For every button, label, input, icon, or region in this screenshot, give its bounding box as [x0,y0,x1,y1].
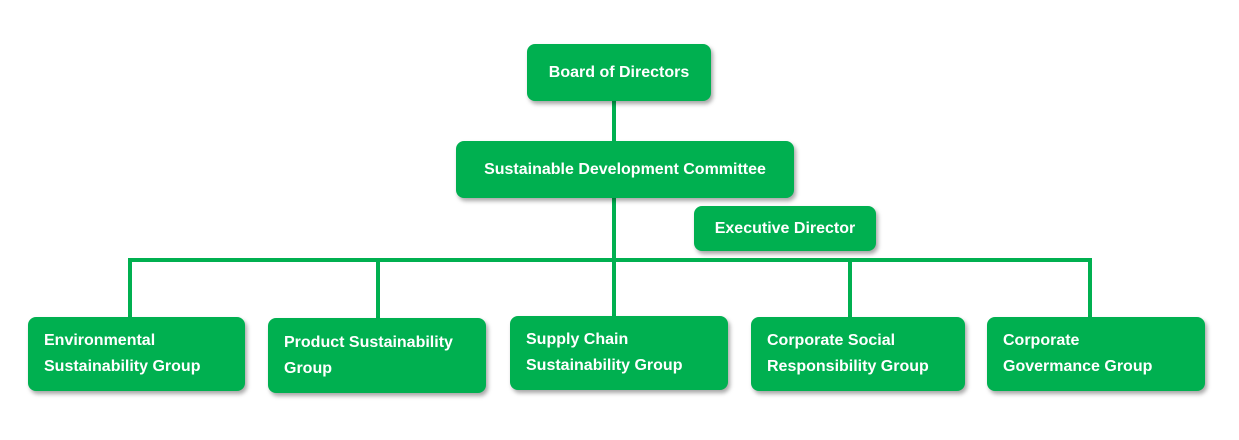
executive-director-node: Executive Director [694,206,876,251]
connector-drop-governance [1088,258,1092,318]
connector-drop-csr [848,258,852,318]
connector-horizontal-bus [128,258,1092,262]
board-of-directors-node: Board of Directors [527,44,711,101]
environmental-sustainability-group-node: Environmental Sustainability Group [28,317,245,391]
sustainable-development-committee-node: Sustainable Development Committee [456,141,794,198]
connector-committee-bus [612,198,616,260]
connector-drop-supply-chain [612,258,616,318]
product-sustainability-group-node: Product Sustainability Group [268,318,486,393]
corporate-social-responsibility-group-node: Corporate Social Responsibility Group [751,317,965,391]
supply-chain-sustainability-group-node: Supply Chain Sustainability Group [510,316,728,390]
connector-drop-environmental [128,258,132,318]
corporate-governance-group-node: Corporate Govermance Group [987,317,1205,391]
connector-board-committee [612,100,616,142]
connector-drop-product [376,258,380,318]
